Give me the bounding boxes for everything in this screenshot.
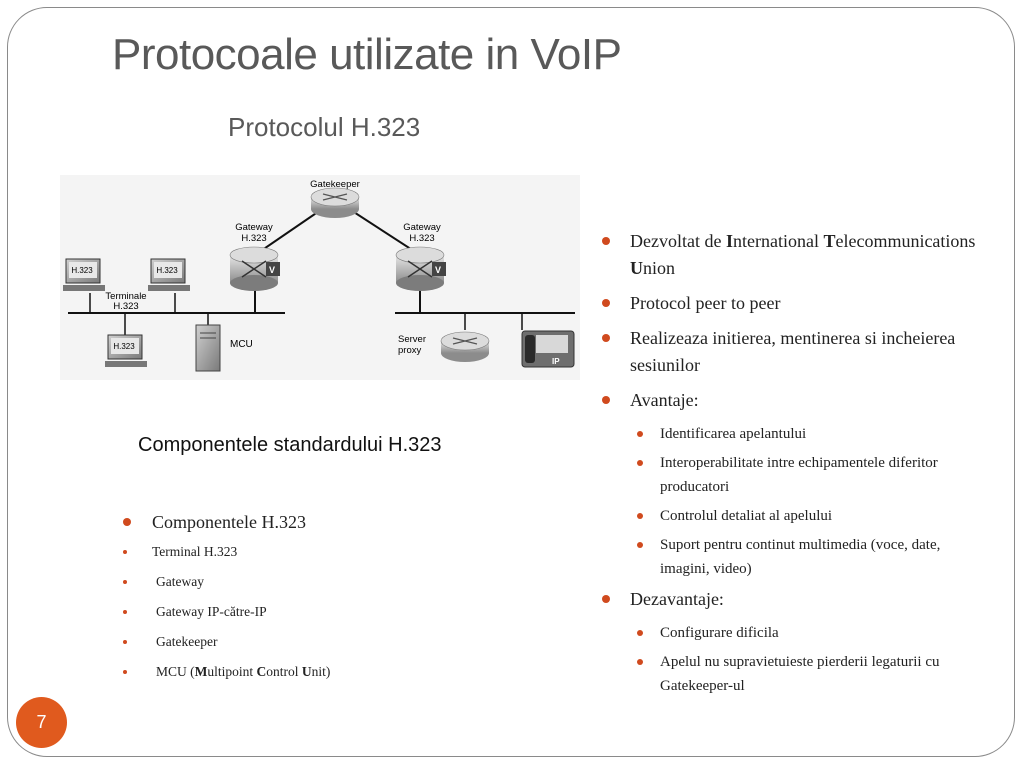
list-item: Interoperabilitate intre echipamentele d… <box>598 451 978 499</box>
label-gateway-left-2: H.323 <box>241 233 266 244</box>
label-server-2: proxy <box>398 345 421 356</box>
label-phone: IP <box>552 357 560 366</box>
label-gateway-right-2: H.323 <box>409 233 434 244</box>
components-heading: Componentele H.323 <box>152 512 306 532</box>
label-mcu: MCU <box>230 339 253 350</box>
bullet-icon <box>637 513 643 519</box>
bullet-icon <box>602 396 610 404</box>
list-item: Realizeaza initierea, mentinerea si inch… <box>598 325 978 379</box>
slide-subtitle: Protocolul H.323 <box>228 112 421 142</box>
bullet-icon <box>123 550 127 554</box>
disadvantages-heading: Dezavantaje: <box>630 589 724 609</box>
bullet-icon <box>637 431 643 437</box>
bullet-icon <box>602 237 610 245</box>
gateway-right-router-icon <box>395 246 446 291</box>
list-item: Avantaje: <box>598 387 978 414</box>
list-item: Componentele H.323 <box>118 510 330 534</box>
list-item: MCU (Multipoint Control Unit) <box>118 662 330 682</box>
component-gateway-ip: Gateway IP-către-IP <box>156 604 267 619</box>
list-item: Gateway IP-către-IP <box>118 602 330 622</box>
label-gatekeeper: Gatekeeper <box>310 179 360 190</box>
advantage-item: Interoperabilitate intre echipamentele d… <box>660 455 938 495</box>
list-item: Protocol peer to peer <box>598 290 978 317</box>
label-terminale-2: H.323 <box>113 301 138 312</box>
page-number-badge: 7 <box>16 697 67 748</box>
advantages-heading: Avantaje: <box>630 390 699 410</box>
component-gatekeeper: Gatekeeper <box>156 634 218 649</box>
label-terminal-2: H.323 <box>156 266 178 275</box>
bullet-icon <box>637 460 643 466</box>
slide-title: Protocoale utilizate in VoIP <box>112 30 622 79</box>
disadvantage-item: Configurare dificila <box>660 625 779 641</box>
bullet-icon <box>123 610 127 614</box>
list-item: Suport pentru continut multimedia (voce,… <box>598 533 978 581</box>
component-mcu: MCU (Multipoint Control Unit) <box>156 664 331 679</box>
list-item: Configurare dificila <box>598 621 978 645</box>
components-list: Componentele H.323 Terminal H.323 Gatewa… <box>118 510 330 692</box>
bullet-icon <box>602 334 610 342</box>
features-list: Dezvoltat de International Telecommunica… <box>598 228 978 703</box>
feature-developed-by: Dezvoltat de International Telecommunica… <box>630 231 976 278</box>
list-item: Gatekeeper <box>118 632 330 652</box>
feature-peer-to-peer: Protocol peer to peer <box>630 293 781 313</box>
bullet-icon <box>123 670 127 674</box>
bullet-icon <box>602 595 610 603</box>
list-item: Gateway <box>118 572 330 592</box>
list-item: Identificarea apelantului <box>598 422 978 446</box>
bullet-icon <box>123 580 127 584</box>
server-proxy-router-icon <box>440 331 490 362</box>
label-router-v-right: V <box>435 265 441 275</box>
list-item: Terminal H.323 <box>118 542 330 562</box>
disadvantage-item: Apelul nu supravietuieste pierderii lega… <box>660 654 940 694</box>
slide-frame <box>7 7 1015 757</box>
gateway-left-router-icon <box>229 246 280 291</box>
terminal-2-computer-icon <box>148 258 190 291</box>
advantage-item: Identificarea apelantului <box>660 426 807 442</box>
gatekeeper-router-icon <box>310 187 360 218</box>
label-server-1: Server <box>398 334 426 345</box>
feature-sessions: Realizeaza initierea, mentinerea si inch… <box>630 328 956 375</box>
label-gateway-right-1: Gateway <box>403 222 441 233</box>
label-terminal-3: H.323 <box>113 342 135 351</box>
label-terminal-1: H.323 <box>71 266 93 275</box>
h323-network-diagram: Gatekeeper V Gateway H.323 V Gateway H.3… <box>60 175 580 380</box>
bullet-icon <box>637 542 643 548</box>
list-item: Apelul nu supravietuieste pierderii lega… <box>598 650 978 698</box>
label-terminale-1: Terminale <box>105 291 146 302</box>
bullet-icon <box>637 659 643 665</box>
component-gateway: Gateway <box>156 574 204 589</box>
bullet-icon <box>123 518 131 526</box>
list-item: Controlul detaliat al apelului <box>598 504 978 528</box>
bullet-icon <box>123 640 127 644</box>
label-gateway-left-1: Gateway <box>235 222 273 233</box>
label-router-v-left: V <box>269 265 275 275</box>
list-item: Dezvoltat de International Telecommunica… <box>598 228 978 282</box>
mcu-server-icon <box>195 324 221 372</box>
terminal-1-computer-icon <box>63 258 105 291</box>
diagram-caption: Componentele standardului H.323 <box>138 434 442 456</box>
bullet-icon <box>602 299 610 307</box>
advantage-item: Suport pentru continut multimedia (voce,… <box>660 537 941 577</box>
component-terminal: Terminal H.323 <box>152 544 238 559</box>
list-item: Dezavantaje: <box>598 586 978 613</box>
ip-phone-icon <box>521 330 575 368</box>
bullet-icon <box>637 630 643 636</box>
advantage-item: Controlul detaliat al apelului <box>660 508 833 524</box>
terminal-3-computer-icon <box>105 334 147 367</box>
